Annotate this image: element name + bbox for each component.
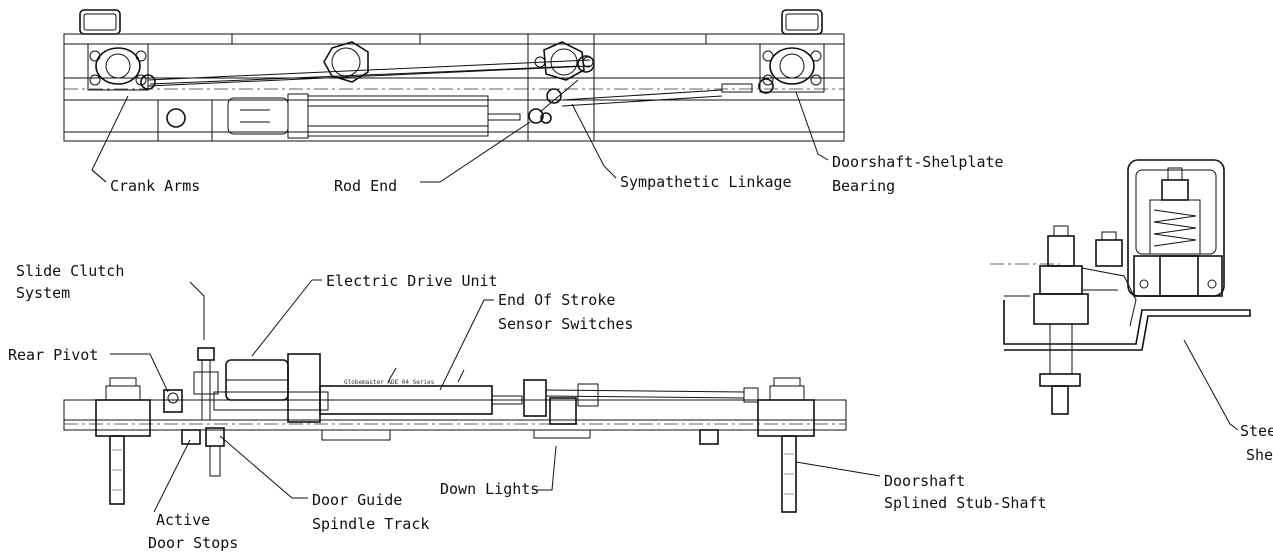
label-door-guide-1: Door Guide (312, 491, 402, 509)
label-rod-end: Rod End (334, 177, 397, 195)
label-active-door-stops-1: Active (156, 511, 210, 529)
label-end-of-stroke-1: End Of Stroke (498, 291, 615, 309)
front-elevation-view: Globemaster ADE 04 Series (63, 279, 881, 513)
cylinder-marking: Globemaster ADE 04 Series (344, 379, 435, 386)
label-steel-shelfplate-1: Steel Profiled (1240, 422, 1273, 440)
top-frame-outline (63, 33, 845, 142)
label-door-guide-2: Spindle Track (312, 515, 429, 533)
label-sympathetic-linkage: Sympathetic Linkage (620, 173, 792, 191)
left-doorshaft (95, 377, 151, 505)
label-doorshaft-bearing-1: Doorshaft-Shelplate (832, 153, 1004, 171)
top-plan-view (63, 9, 845, 183)
right-bearing (759, 43, 825, 93)
right-doorshaft (757, 377, 815, 513)
left-bearing (87, 43, 149, 91)
center-hex-nut (323, 41, 369, 83)
middle-bearing (527, 33, 595, 142)
label-slide-clutch-2: System (16, 284, 70, 302)
label-splined-stub-shaft-2: Splined Stub-Shaft (884, 494, 1047, 512)
label-doorshaft-bearing-2: Bearing (832, 177, 895, 195)
label-electric-drive-unit: Electric Drive Unit (326, 272, 498, 290)
label-slide-clutch-1: Slide Clutch (16, 262, 124, 280)
label-rear-pivot: Rear Pivot (8, 346, 98, 364)
side-section-view (990, 159, 1251, 431)
label-down-lights: Down Lights (440, 480, 539, 498)
label-splined-stub-shaft-1: Doorshaft (884, 472, 965, 490)
label-active-door-stops-2: Door Stops (148, 534, 238, 552)
label-crank-arms: Crank Arms (110, 177, 200, 195)
label-end-of-stroke-2: Sensor Switches (498, 315, 633, 333)
label-steel-shelfplate-2: Shelfplate (1246, 446, 1273, 464)
